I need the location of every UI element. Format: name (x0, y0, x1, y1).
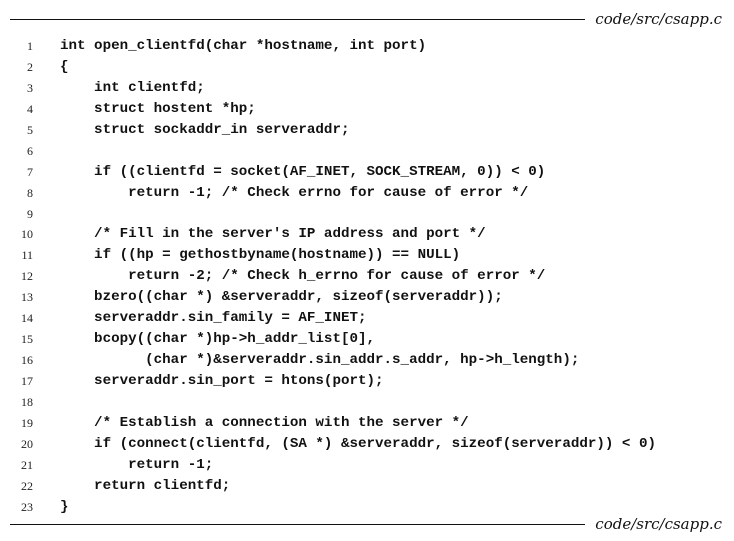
line-number: 11 (21, 248, 33, 263)
line-number: 20 (21, 436, 33, 451)
code-line: 21 return -1; (0, 455, 734, 476)
code-text: return -1; (60, 456, 214, 473)
code-line: 14 serveraddr.sin_family = AF_INET; (0, 308, 734, 329)
line-number: 7 (27, 164, 33, 179)
code-text: } (60, 498, 69, 515)
footer-divider (10, 523, 586, 525)
code-line: 8 return -1; /* Check errno for cause of… (0, 183, 734, 204)
line-number: 21 (21, 457, 33, 472)
header-file-label: code/src/csapp.c (595, 10, 722, 28)
code-text: struct hostent *hp; (60, 100, 256, 117)
code-text: { (60, 58, 69, 75)
code-text: (char *)&serveraddr.sin_addr.s_addr, hp-… (60, 352, 580, 369)
line-number: 14 (21, 311, 33, 326)
line-number: 12 (21, 269, 33, 284)
line-number: 1 (27, 39, 33, 53)
code-line: 16 (char *)&serveraddr.sin_addr.s_addr, … (0, 350, 734, 371)
code-line: 22 return clientfd; (0, 476, 734, 497)
code-line: 7 if ((clientfd = socket(AF_INET, SOCK_S… (0, 162, 734, 183)
code-text: serveraddr.sin_port = htons(port); (60, 373, 384, 389)
code-text: if (connect(clientfd, (SA *) &serveraddr… (60, 435, 656, 452)
line-number: 9 (27, 206, 33, 221)
code-line: 6 (0, 141, 734, 162)
code-text: bcopy((char *)hp->h_addr_list[0], (60, 331, 376, 348)
code-line: 19 /* Establish a connection with the se… (0, 413, 734, 434)
code-text: int open_clientfd(char *hostname, int po… (60, 38, 427, 54)
code-line: 15 bcopy((char *)hp->h_addr_list[0], (0, 329, 734, 350)
line-number: 16 (21, 353, 33, 368)
code-text: return clientfd; (60, 477, 231, 494)
code-line: 12 return -2; /* Check h_errno for cause… (0, 266, 734, 287)
header-divider (10, 18, 586, 20)
code-line: 18 (0, 392, 734, 413)
header-rule: code/src/csapp.c (10, 9, 722, 29)
code-line: 4 struct hostent *hp; (0, 99, 734, 120)
line-number: 15 (21, 332, 33, 347)
code-text: int clientfd; (60, 79, 205, 96)
line-number: 4 (27, 101, 33, 116)
code-text: bzero((char *) &serveraddr, sizeof(serve… (60, 289, 503, 306)
code-text: /* Fill in the server's IP address and p… (60, 226, 486, 243)
code-text: if ((hp = gethostbyname(hostname)) == NU… (60, 247, 461, 264)
line-number: 19 (21, 415, 33, 430)
code-line: 1 int open_clientfd(char *hostname, int p… (0, 36, 734, 57)
code-line: 23} (0, 497, 734, 518)
code-line: 9 (0, 204, 734, 225)
line-number: 2 (27, 59, 33, 74)
code-line: 17 serveraddr.sin_port = htons(port); (0, 371, 734, 392)
line-number: 13 (21, 290, 33, 305)
line-number: 23 (21, 499, 33, 514)
line-number: 17 (21, 374, 33, 388)
line-number: 3 (27, 80, 33, 95)
code-line: 11 if ((hp = gethostbyname(hostname)) ==… (0, 245, 734, 266)
line-number: 6 (27, 143, 33, 158)
line-number: 22 (21, 478, 33, 493)
line-number: 10 (21, 227, 33, 242)
code-line: 2{ (0, 57, 734, 78)
footer-rule: code/src/csapp.c (10, 514, 722, 534)
code-text: serveraddr.sin_family = AF_INET; (60, 310, 367, 327)
code-line: 20 if (connect(clientfd, (SA *) &servera… (0, 434, 734, 455)
code-text: /* Establish a connection with the serve… (60, 414, 469, 431)
code-text: return -2; /* Check h_errno for cause of… (60, 268, 546, 285)
code-text: struct sockaddr_in serveraddr; (60, 121, 350, 138)
footer-file-label: code/src/csapp.c (595, 515, 722, 533)
code-line: 3 int clientfd; (0, 78, 734, 99)
line-number: 8 (27, 185, 33, 200)
code-listing: 1 int open_clientfd(char *hostname, int p… (0, 36, 734, 518)
code-text: if ((clientfd = socket(AF_INET, SOCK_STR… (60, 163, 546, 180)
code-line: 13 bzero((char *) &serveraddr, sizeof(se… (0, 287, 734, 308)
line-number: 18 (21, 394, 33, 409)
code-line: 10 /* Fill in the server's IP address an… (0, 224, 734, 245)
line-number: 5 (27, 122, 33, 137)
code-text: return -1; /* Check errno for cause of e… (60, 184, 529, 201)
code-line: 5 struct sockaddr_in serveraddr; (0, 120, 734, 141)
